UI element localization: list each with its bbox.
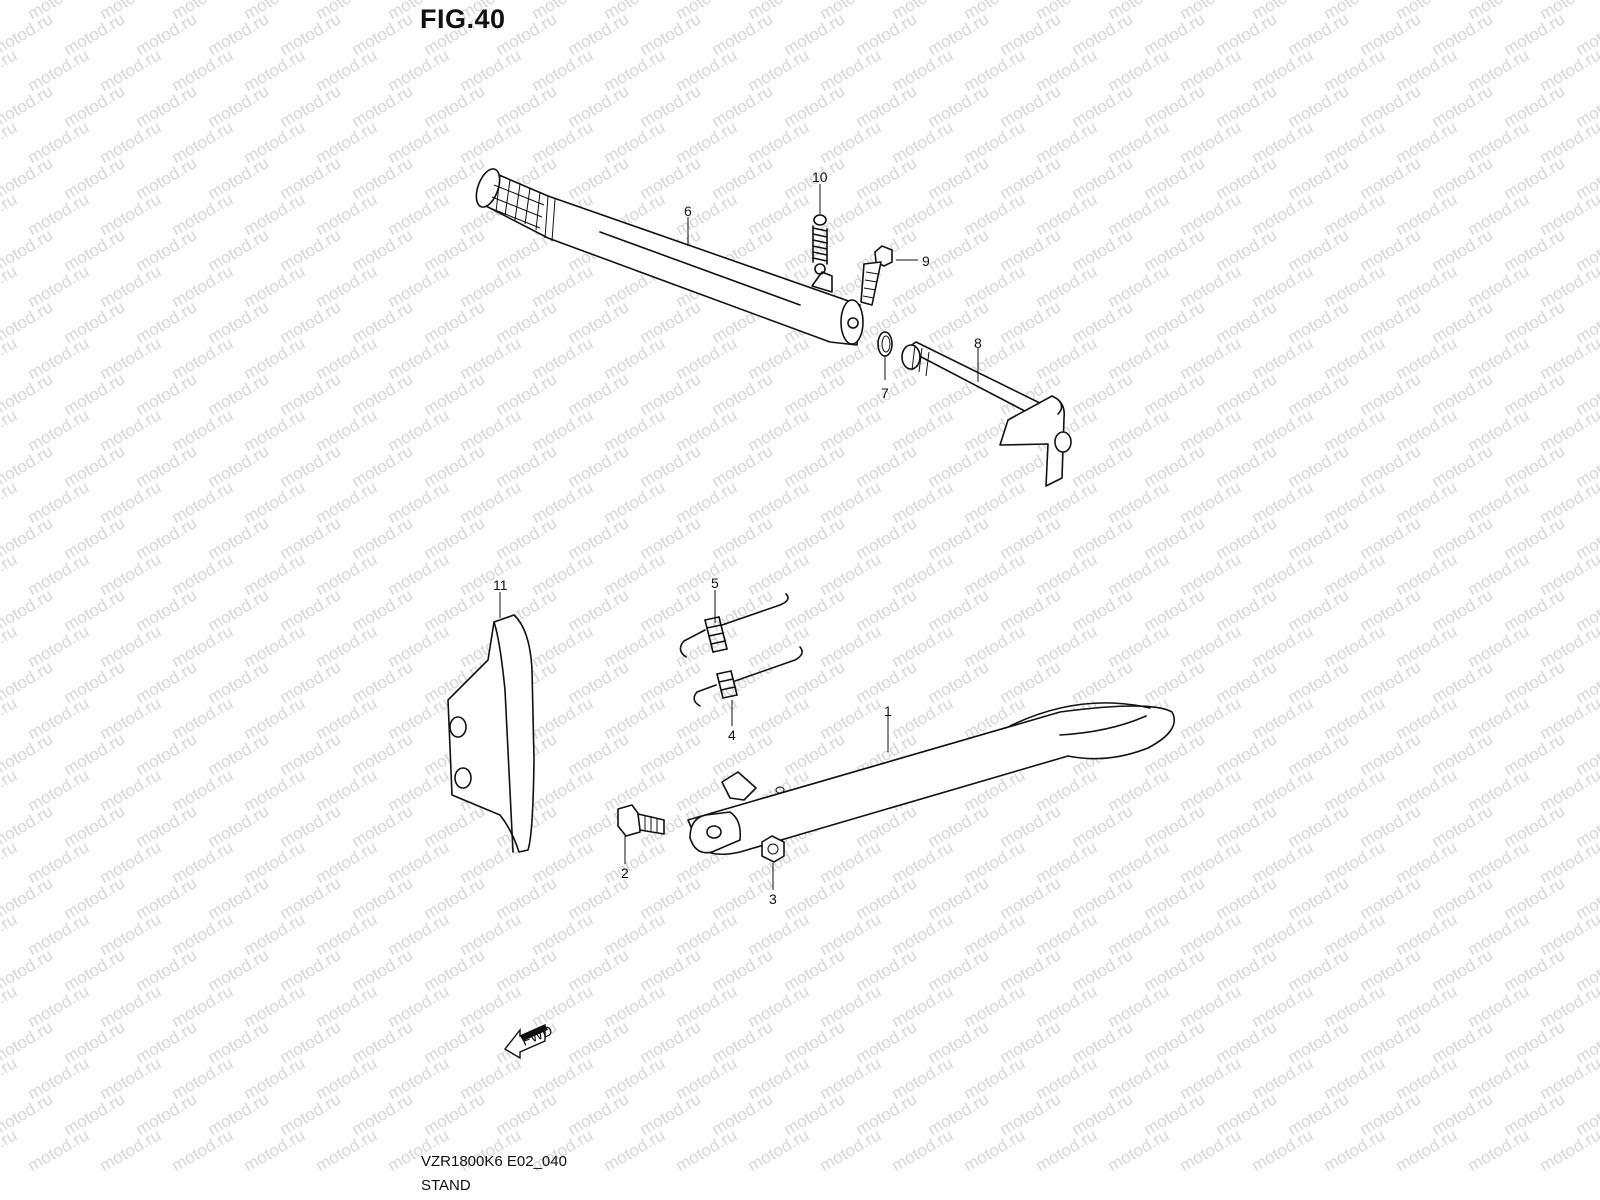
callout-4: 4: [728, 727, 736, 743]
watermark-text: motod.ru: [1393, 1125, 1461, 1175]
callout-1: 1: [884, 703, 892, 719]
nut-part-3: [761, 835, 785, 863]
callout-5: 5: [711, 575, 719, 591]
watermark-text: motod.ru: [601, 1125, 669, 1175]
watermark-text: motod.ru: [0, 0, 20, 23]
watermark-text: motod.ru: [0, 693, 20, 743]
watermark-text: motod.ru: [0, 477, 20, 527]
watermark-text: motod.ru: [97, 1125, 165, 1175]
watermark-text: motod.ru: [1249, 1125, 1317, 1175]
watermark-text: motod.ru: [0, 981, 20, 1031]
figure-title: FIG.40: [420, 4, 506, 34]
callout-7: 7: [881, 385, 889, 401]
watermark-text: motod.ru: [0, 333, 20, 383]
watermark-text: motod.ru: [0, 1125, 20, 1175]
watermark-text: motod.ru: [313, 1125, 381, 1175]
callout-3: 3: [769, 891, 777, 907]
watermark-text: motod.ru: [0, 909, 20, 959]
callout-11: 11: [493, 577, 508, 593]
watermark-text: motod.ru: [1033, 1125, 1101, 1175]
watermark-text: motod.ru: [0, 117, 20, 167]
watermark-text: motod.ru: [1321, 1125, 1389, 1175]
callout-6: 6: [684, 203, 692, 219]
watermark-text: motod.ru: [889, 1125, 957, 1175]
watermark-text: motod.ru: [0, 837, 20, 887]
watermark-text: motod.ru: [0, 621, 20, 671]
callout-10: 10: [812, 169, 828, 185]
watermark-text: motod.ru: [745, 1125, 813, 1175]
watermark-text: motod.ru: [0, 261, 20, 311]
watermark-text: motod.ru: [1177, 1125, 1245, 1175]
callout-8: 8: [974, 335, 982, 351]
watermark-text: motod.ru: [0, 1053, 20, 1103]
watermark-text: motod.ru: [0, 405, 20, 455]
watermark-text: motod.ru: [241, 1125, 309, 1175]
watermark-text: motod.ru: [817, 1125, 885, 1175]
diagram-name: STAND: [421, 1177, 471, 1194]
callout-9: 9: [922, 253, 930, 269]
watermark-text: motod.ru: [1537, 1125, 1600, 1175]
watermark-text: motod.ru: [0, 549, 20, 599]
callout-2: 2: [621, 865, 629, 881]
watermark-text: motod.ru: [1465, 1125, 1533, 1175]
watermark-text: motod.ru: [0, 765, 20, 815]
watermark-text: motod.ru: [25, 1125, 93, 1175]
watermark-text: motod.ru: [0, 45, 20, 95]
watermark-text: motod.ru: [169, 1125, 237, 1175]
watermark-text: motod.ru: [961, 1125, 1029, 1175]
watermark-text: motod.ru: [673, 1125, 741, 1175]
watermark-text: motod.ru: [0, 189, 20, 239]
diagram-code: VZR1800K6 E02_040: [421, 1153, 567, 1170]
watermark-text: motod.ru: [1105, 1125, 1173, 1175]
